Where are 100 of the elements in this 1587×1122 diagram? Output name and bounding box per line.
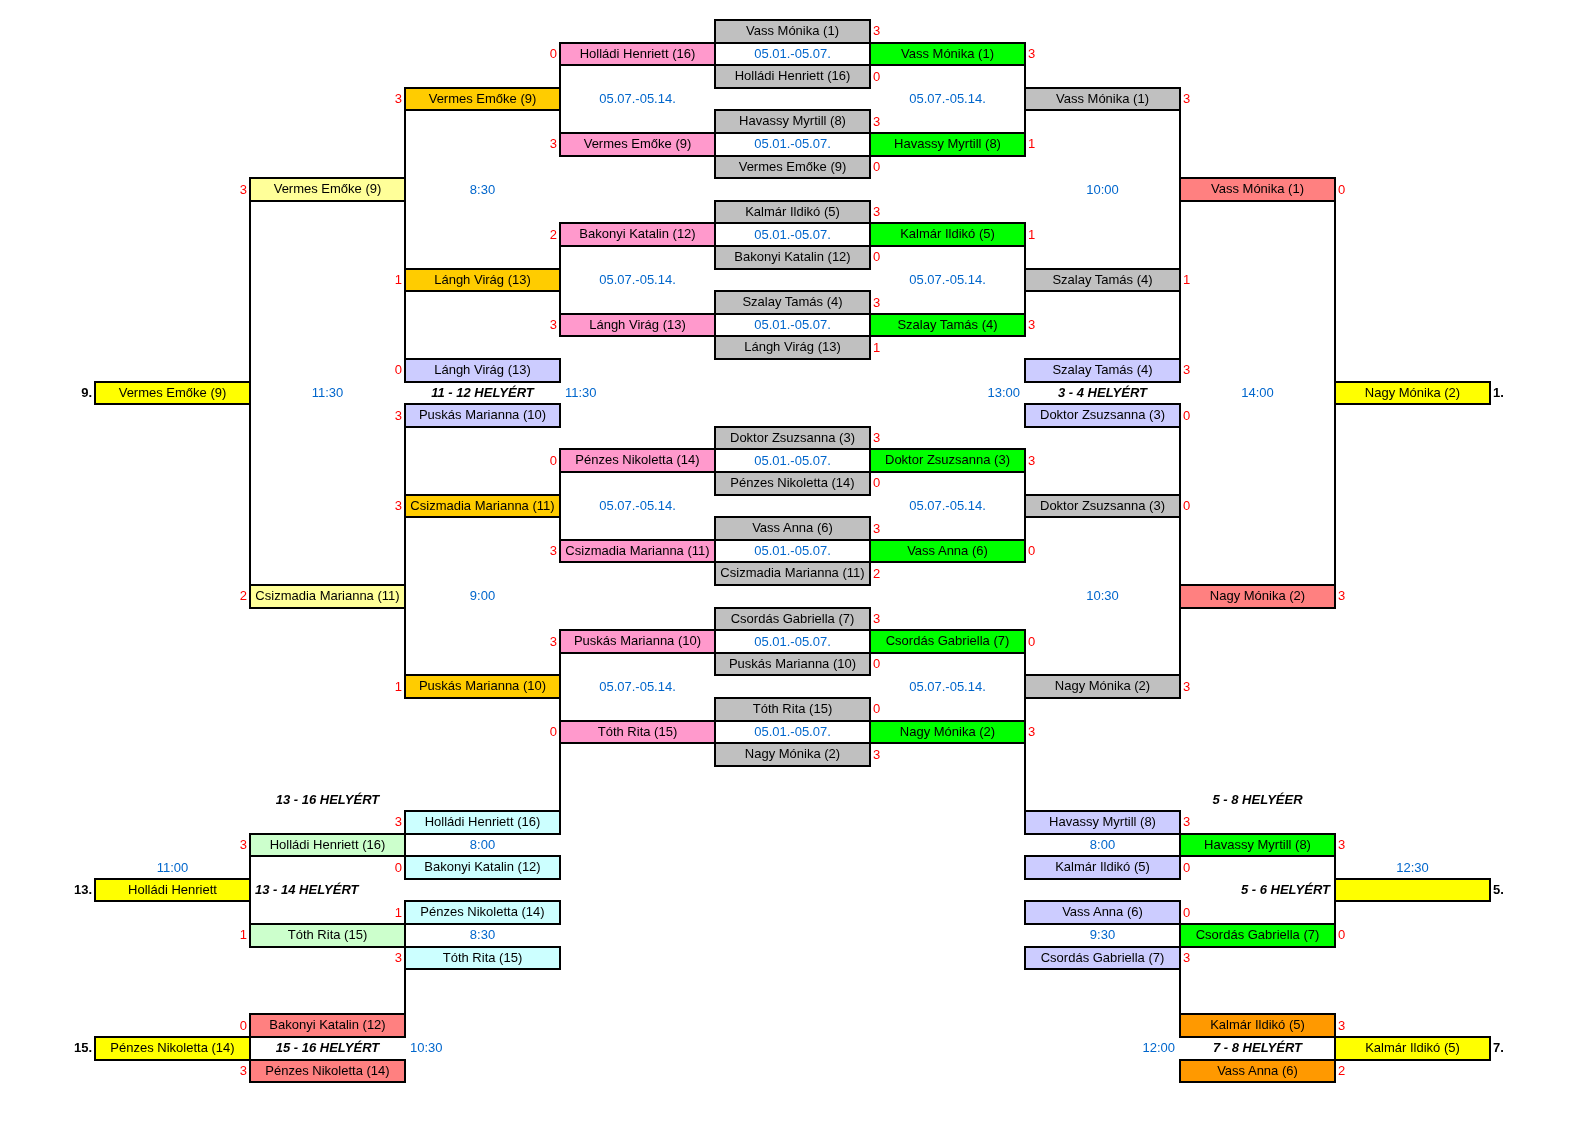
score-text: 0 — [1338, 181, 1346, 198]
player-box: Lángh Virág (13) — [559, 312, 716, 338]
player-box: Szalay Tamás (4) — [1024, 358, 1181, 383]
date-range-text: 05.07.-05.14. — [909, 497, 986, 514]
score-text: 3 — [549, 317, 557, 334]
score-text: 0 — [549, 723, 557, 740]
placement-heading: 5 - 6 HELYÉRT — [1240, 882, 1330, 899]
score-text: 3 — [1183, 362, 1191, 379]
player-box: Nagy Mónika (2) — [869, 719, 1026, 745]
score-text: 3 — [1028, 452, 1036, 469]
player-box: Pénzes Nikoletta (14) — [404, 900, 561, 925]
score-text: 2 — [239, 588, 247, 605]
player-box: Puskás Marianna (10) — [404, 674, 561, 699]
player-box: Holládi Henriett (16) — [714, 64, 871, 89]
bracket-line — [404, 968, 406, 1016]
player-box: Kalmár Ildikó (5) — [1024, 855, 1181, 880]
bracket-line — [1024, 516, 1026, 541]
bracket-line — [559, 516, 561, 541]
bracket-line — [1179, 290, 1181, 360]
bracket-line — [559, 290, 561, 315]
player-box: Kalmár Ildikó (5) — [869, 222, 1026, 247]
bracket-line — [1334, 403, 1336, 586]
player-box: Vass Mónika (1) — [869, 41, 1026, 67]
match-time-text: 12:30 — [1396, 859, 1429, 876]
score-text: 3 — [1183, 678, 1191, 695]
rank-number: 13. — [73, 882, 92, 899]
empty-result-box — [1334, 877, 1491, 903]
player-box: Csordás Gabriella (7) — [869, 629, 1026, 654]
player-box: Tóth Rita (15) — [404, 945, 561, 971]
bracket-line — [559, 742, 561, 812]
score-text: 0 — [873, 249, 881, 266]
bracket-line — [1024, 245, 1026, 270]
score-text: 3 — [239, 836, 247, 853]
player-box: Kalmár Ildikó (5) — [1179, 1013, 1336, 1038]
bracket-line — [404, 606, 406, 677]
player-box: Szalay Tamás (4) — [869, 312, 1026, 338]
player-box: Bakonyi Katalin (12) — [714, 245, 871, 270]
player-box: Holládi Henriett — [94, 877, 251, 903]
bracket-line — [1334, 855, 1336, 880]
player-box: Holládi Henriett (16) — [559, 41, 716, 67]
match-time-text: 11:00 — [156, 859, 189, 876]
placement-heading: 15 - 16 HELYÉRT — [275, 1040, 380, 1057]
bracket-line — [1179, 606, 1181, 677]
player-box: Havassy Myrtill (8) — [1179, 832, 1336, 858]
date-range-text: 05.01.-05.07. — [754, 317, 831, 334]
date-range-text: 05.01.-05.07. — [754, 452, 831, 469]
player-box: Bakonyi Katalin (12) — [404, 855, 561, 880]
score-text: 3 — [394, 814, 402, 831]
score-text: 0 — [1183, 407, 1191, 424]
placement-heading: 3 - 4 HELYÉRT — [1057, 384, 1148, 401]
placement-heading: 11 - 12 HELYÉRT — [431, 384, 534, 401]
date-range-text: 05.07.-05.14. — [909, 678, 986, 695]
score-text: 1 — [394, 904, 402, 921]
bracket-line — [559, 64, 561, 89]
bracket-line — [1179, 968, 1181, 1016]
score-text: 0 — [239, 1017, 247, 1034]
bracket-line — [1024, 471, 1026, 496]
player-box: Vass Mónika (1) — [714, 19, 871, 44]
score-text: 3 — [394, 407, 402, 424]
player-box: Holládi Henriett (16) — [404, 810, 561, 835]
score-text: 3 — [1183, 91, 1191, 108]
bracket-line — [249, 403, 251, 586]
match-time-text: 10:30 — [410, 1040, 443, 1057]
player-box: Nagy Mónika (2) — [1334, 380, 1491, 406]
player-box: Doktor Zsuzsanna (3) — [714, 425, 871, 451]
date-range-text: 05.01.-05.07. — [754, 543, 831, 560]
bracket-line — [1179, 425, 1181, 496]
bracket-line — [559, 697, 561, 722]
player-box: Bakonyi Katalin (12) — [559, 222, 716, 247]
date-range-text: 05.07.-05.14. — [599, 497, 676, 514]
bracket-line — [404, 516, 406, 586]
player-box: Pénzes Nikoletta (14) — [559, 448, 716, 473]
bracket-line — [1024, 290, 1026, 315]
score-text: 3 — [239, 1062, 247, 1079]
bracket-line — [1024, 742, 1026, 812]
player-box: Kalmár Ildikó (5) — [1334, 1036, 1491, 1061]
score-text: 3 — [873, 746, 881, 763]
rank-number: 9. — [81, 384, 92, 401]
bracket-line — [1024, 64, 1026, 89]
player-box: Vass Mónika (1) — [1024, 86, 1181, 112]
player-box: Havassy Myrtill (8) — [714, 109, 871, 134]
score-text: 0 — [873, 158, 881, 175]
score-text: 1 — [394, 271, 402, 288]
bracket-line — [1024, 697, 1026, 722]
score-text: 2 — [1338, 1062, 1346, 1079]
score-text: 1 — [1028, 136, 1036, 153]
bracket-line — [559, 471, 561, 496]
score-text: 2 — [549, 226, 557, 243]
score-text: 0 — [549, 45, 557, 62]
player-box: Lángh Virág (13) — [714, 335, 871, 360]
player-box: Puskás Marianna (10) — [559, 629, 716, 654]
bracket-line — [249, 900, 251, 925]
score-text: 3 — [394, 497, 402, 514]
score-text: 0 — [873, 68, 881, 85]
player-box: Tóth Rita (15) — [714, 697, 871, 722]
player-box: Vass Anna (6) — [1179, 1058, 1336, 1084]
player-box: Csizmadia Marianna (11) — [559, 538, 716, 564]
bracket-line — [404, 425, 406, 496]
player-box: Vass Anna (6) — [1024, 900, 1181, 925]
player-box: Csordás Gabriella (7) — [1179, 923, 1336, 948]
